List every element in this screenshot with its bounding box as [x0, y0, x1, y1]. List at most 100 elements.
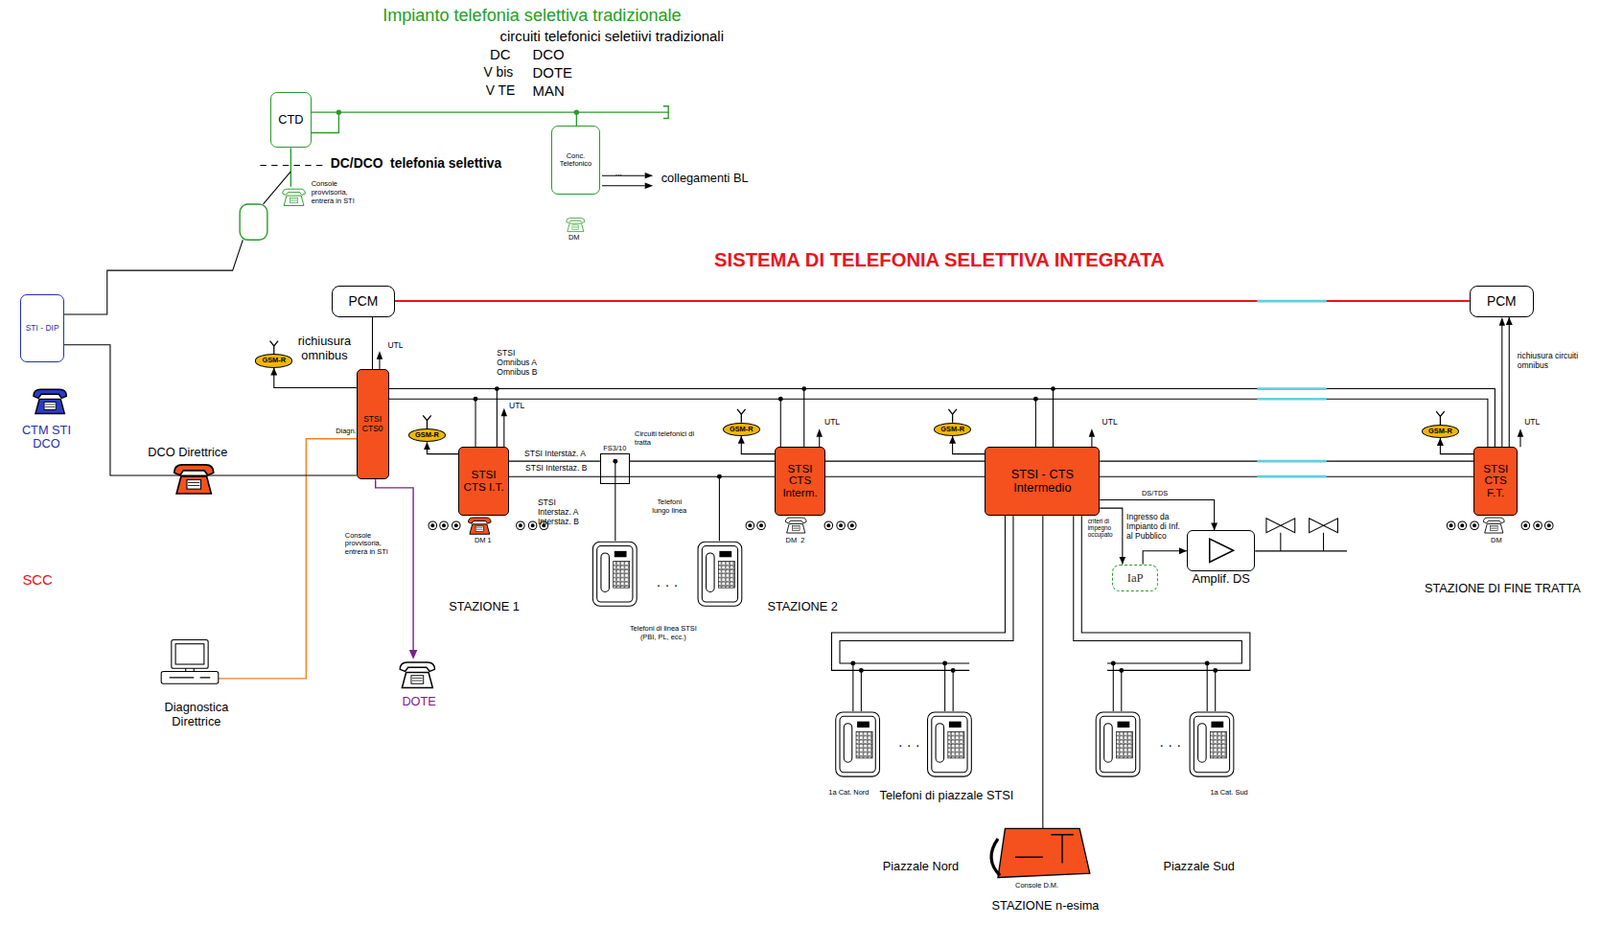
iap-box: IaP	[1112, 564, 1159, 593]
connector-line	[741, 436, 775, 455]
telephone-icon	[785, 517, 807, 534]
amplifier-symbol	[1209, 539, 1234, 563]
connector-line	[952, 436, 986, 455]
telephone-icon	[1483, 517, 1505, 534]
telephone-icon	[566, 217, 585, 232]
signal-symbol	[431, 524, 435, 528]
node-text: STSI CTS Interm.	[775, 463, 825, 501]
text-label: · · ·	[898, 737, 921, 754]
text-label: Console provvisoria, entrerà in STI	[345, 532, 398, 557]
signal-symbol	[1446, 521, 1456, 531]
wire-line	[853, 663, 953, 712]
connector-line	[825, 461, 985, 463]
junction-dot	[850, 661, 856, 667]
arrow-head	[645, 183, 654, 189]
line-telephone-icon	[592, 541, 1233, 777]
connector-line	[1508, 317, 1510, 447]
junction-dot	[336, 110, 580, 116]
gsm-box: GSM-R	[722, 422, 761, 437]
wire-line	[385, 398, 1488, 447]
antenna-symbol	[948, 409, 957, 423]
junction-dot	[778, 396, 784, 402]
green-box: CTD	[270, 92, 312, 149]
connector-line	[1142, 551, 1187, 565]
orange-box: STSI CTS0	[356, 369, 390, 480]
text-label: DOTE	[401, 695, 436, 710]
connector-line	[389, 389, 1496, 448]
junction-dot	[1212, 668, 1218, 673]
text-label: Diagn.	[334, 427, 358, 437]
text-label: STAZIONE n-esima	[992, 899, 1100, 914]
text-label: Circuiti telefonici di tratta	[634, 430, 698, 447]
console-icon	[997, 828, 1090, 878]
text-label: · · ·	[1159, 737, 1182, 754]
antenna-symbol	[270, 341, 279, 355]
diagnostic-wire	[218, 439, 360, 679]
text-label: DM 2	[786, 536, 806, 546]
signal-symbol	[760, 524, 764, 528]
text-label: STAZIONE DI FINE TRATTA	[1424, 581, 1581, 597]
junction-dot	[950, 668, 956, 673]
text-label: STAZIONE 2	[766, 600, 838, 615]
arrow-head	[409, 649, 418, 660]
text-label: DCO Direttrice	[147, 445, 228, 461]
wire-line	[602, 175, 646, 186]
signal-symbol	[1547, 524, 1551, 528]
junction-dot	[858, 668, 864, 673]
text-label: STSI Interstaz. B	[524, 463, 588, 474]
signal-symbol	[440, 521, 449, 531]
node-text: FS3/10	[602, 444, 627, 453]
signal-symbol	[518, 524, 522, 528]
wire-line	[1266, 518, 1339, 534]
connector-line	[389, 389, 498, 448]
signal-symbol	[452, 521, 462, 531]
text-label: UTL	[1102, 417, 1118, 428]
junction-dot	[473, 396, 479, 402]
diagram-title: SISTEMA DI TELEFONIA SELETTIVA INTEGRATA	[714, 249, 1165, 272]
antenna-symbol	[1436, 411, 1445, 425]
dote-wire	[375, 479, 414, 651]
text-label: 1a Cat. Nord	[828, 788, 869, 798]
node-text: STSI CTS0	[357, 415, 389, 434]
text-label: Piazzale Sud	[1162, 859, 1235, 875]
text-label: richiusura omnibus	[291, 334, 357, 363]
connector-line	[629, 461, 775, 463]
edge-label: criteri di impegno occupato	[1088, 517, 1119, 539]
signal-symbol	[1449, 524, 1453, 528]
pcm-box: PCM	[1469, 285, 1534, 318]
signal-symbol	[745, 521, 755, 531]
orange-box: STSI CTS F.T.	[1473, 446, 1518, 515]
diagnostic-wire	[218, 439, 360, 679]
signal-symbol	[1521, 521, 1531, 531]
line-telephone-icon	[1189, 712, 1234, 777]
wire-line	[379, 357, 1521, 448]
console-icon	[1015, 834, 1074, 864]
text-label: UTL	[1524, 417, 1540, 428]
junction-dot	[336, 110, 342, 116]
text-label: SCC	[22, 572, 52, 589]
node-text: Amplif. DS	[1191, 572, 1250, 586]
wire-line	[831, 515, 1013, 672]
signal-symbol	[428, 521, 438, 531]
text-label: UTL	[508, 401, 526, 412]
telephone-icon	[33, 188, 1505, 688]
text-label: STSI Omnibus A Omnibus B	[496, 348, 544, 377]
traditional-circuit-wire	[290, 147, 292, 186]
arrow-head	[645, 172, 654, 179]
connector-line	[371, 317, 373, 370]
fs-box: FS3/10	[600, 453, 630, 485]
junction-dot	[473, 386, 1219, 673]
traditional-circuit-wire	[311, 106, 670, 134]
arrow-head	[1499, 317, 1506, 326]
antenna-symbol	[737, 409, 746, 423]
wire-line	[475, 398, 1036, 447]
signal-symbol	[428, 521, 1554, 531]
text-label: DC	[489, 46, 511, 64]
text-label: Console D.M.	[1015, 881, 1059, 891]
text-label: CTM STI DCO	[18, 423, 75, 452]
signal-symbol	[1470, 521, 1480, 531]
line-telephone-icon	[697, 541, 743, 606]
signal-symbol	[1536, 524, 1540, 528]
text-label: DC/DCO telefonia selettiva	[330, 156, 502, 172]
node-text: GSM-R	[1428, 427, 1453, 436]
